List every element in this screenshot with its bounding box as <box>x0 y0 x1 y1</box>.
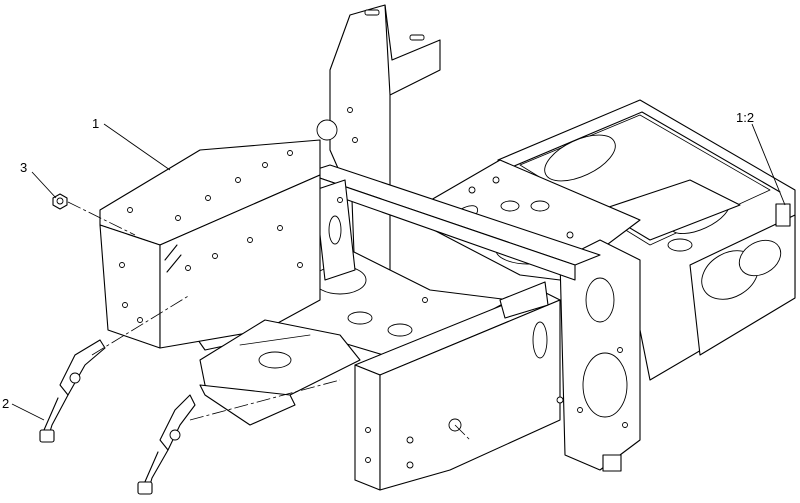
hex-nut <box>52 193 68 210</box>
callout-3: 3 <box>20 160 27 175</box>
phantom-line-nut <box>67 201 136 236</box>
callout-1: 1 <box>92 116 99 131</box>
rod-assembly-lower <box>137 394 196 495</box>
cross-beam <box>304 164 601 281</box>
phantom-line-rod-upper <box>91 294 191 356</box>
rod-assembly-upper <box>39 339 106 443</box>
leader-3 <box>31 171 57 199</box>
left-side-rail <box>99 139 321 349</box>
leader-1 <box>103 123 171 171</box>
rear-post <box>559 239 641 472</box>
phantom-line-rod-lower <box>189 379 341 421</box>
upright-bracket <box>316 4 441 281</box>
leader-2 <box>11 403 45 421</box>
leader-decal <box>751 123 786 206</box>
phantom-line-bolt <box>454 424 471 441</box>
callout-2: 2 <box>2 396 9 411</box>
callout-decal: 1:2 <box>736 110 754 125</box>
front-channel <box>354 281 564 491</box>
rear-frame-box <box>497 99 796 381</box>
